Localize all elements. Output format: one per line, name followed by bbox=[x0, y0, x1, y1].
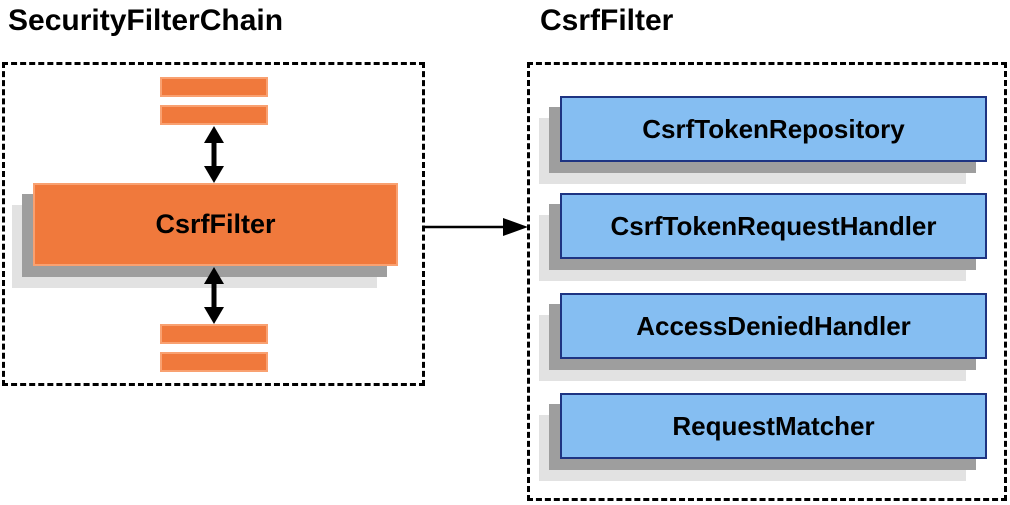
component-label: RequestMatcher bbox=[672, 410, 875, 441]
component-label: CsrfTokenRequestHandler bbox=[610, 210, 937, 241]
component-label: CsrfTokenRepository bbox=[642, 113, 905, 144]
component-label: AccessDeniedHandler bbox=[636, 310, 911, 341]
component-box-csrf-token-repository: CsrfTokenRepository bbox=[560, 96, 987, 162]
csrf-filter-box: CsrfFilter bbox=[33, 183, 398, 266]
component-box-access-denied-handler: AccessDeniedHandler bbox=[560, 293, 987, 359]
component-box-csrf-token-request-handler: CsrfTokenRequestHandler bbox=[560, 193, 987, 259]
csrf-filter-box-label: CsrfFilter bbox=[155, 209, 276, 239]
up-down-arrow-connector-top bbox=[192, 126, 236, 183]
security-filter-chain-container bbox=[2, 62, 425, 386]
filter-stub-bar bbox=[160, 105, 268, 125]
left-panel-title: SecurityFilterChain bbox=[8, 4, 284, 37]
filter-stub-bar bbox=[160, 77, 268, 97]
up-down-arrow-connector-bottom bbox=[192, 267, 236, 324]
right-panel-title: CsrfFilter bbox=[540, 4, 674, 37]
right-arrow-connector bbox=[421, 209, 529, 245]
csrf-filter-container bbox=[527, 62, 1007, 501]
filter-stub-bar bbox=[160, 324, 268, 344]
filter-stub-bar bbox=[160, 352, 268, 372]
component-box-request-matcher: RequestMatcher bbox=[560, 393, 987, 459]
